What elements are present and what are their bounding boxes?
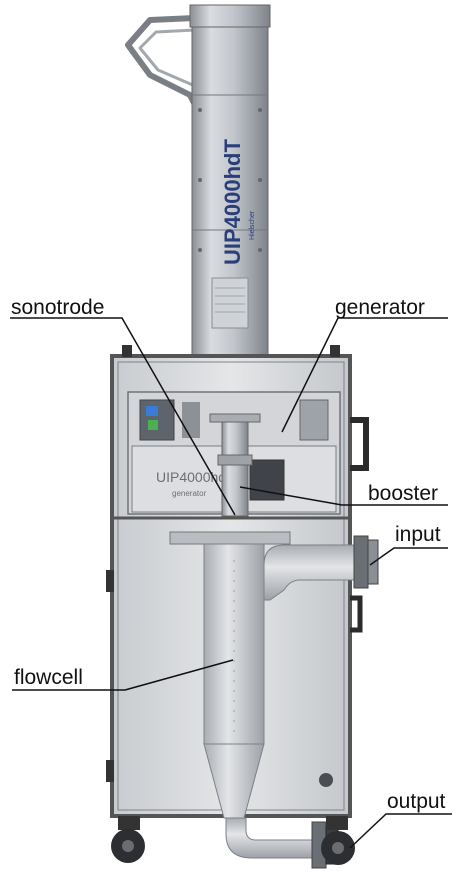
panel-subtitle-text: generator	[172, 489, 207, 498]
generator-label: generator	[335, 296, 425, 319]
tube-brand-text: Hielscher	[249, 210, 256, 240]
input-leader-line	[369, 547, 448, 566]
carry-handle	[125, 15, 198, 107]
flowcell-leader-line	[12, 659, 234, 691]
sonotrode-label: sonotrode	[11, 296, 105, 319]
output-leader-line	[349, 813, 452, 849]
input-label: input	[395, 523, 441, 546]
generator-leader-line	[281, 317, 448, 433]
transducer-tube: UIP4000hdT Hielscher	[189, 4, 271, 368]
wheels	[111, 773, 355, 865]
flowcell-label: flowcell	[14, 666, 83, 689]
booster-label: booster	[368, 482, 439, 505]
callout-lines	[10, 317, 452, 849]
flowcell-body	[169, 531, 379, 869]
booster-leader-line	[239, 486, 448, 506]
tube-model-text: UIP4000hdT	[220, 139, 245, 265]
output-label: output	[387, 790, 446, 813]
sonotrode-leader-line	[10, 317, 236, 516]
